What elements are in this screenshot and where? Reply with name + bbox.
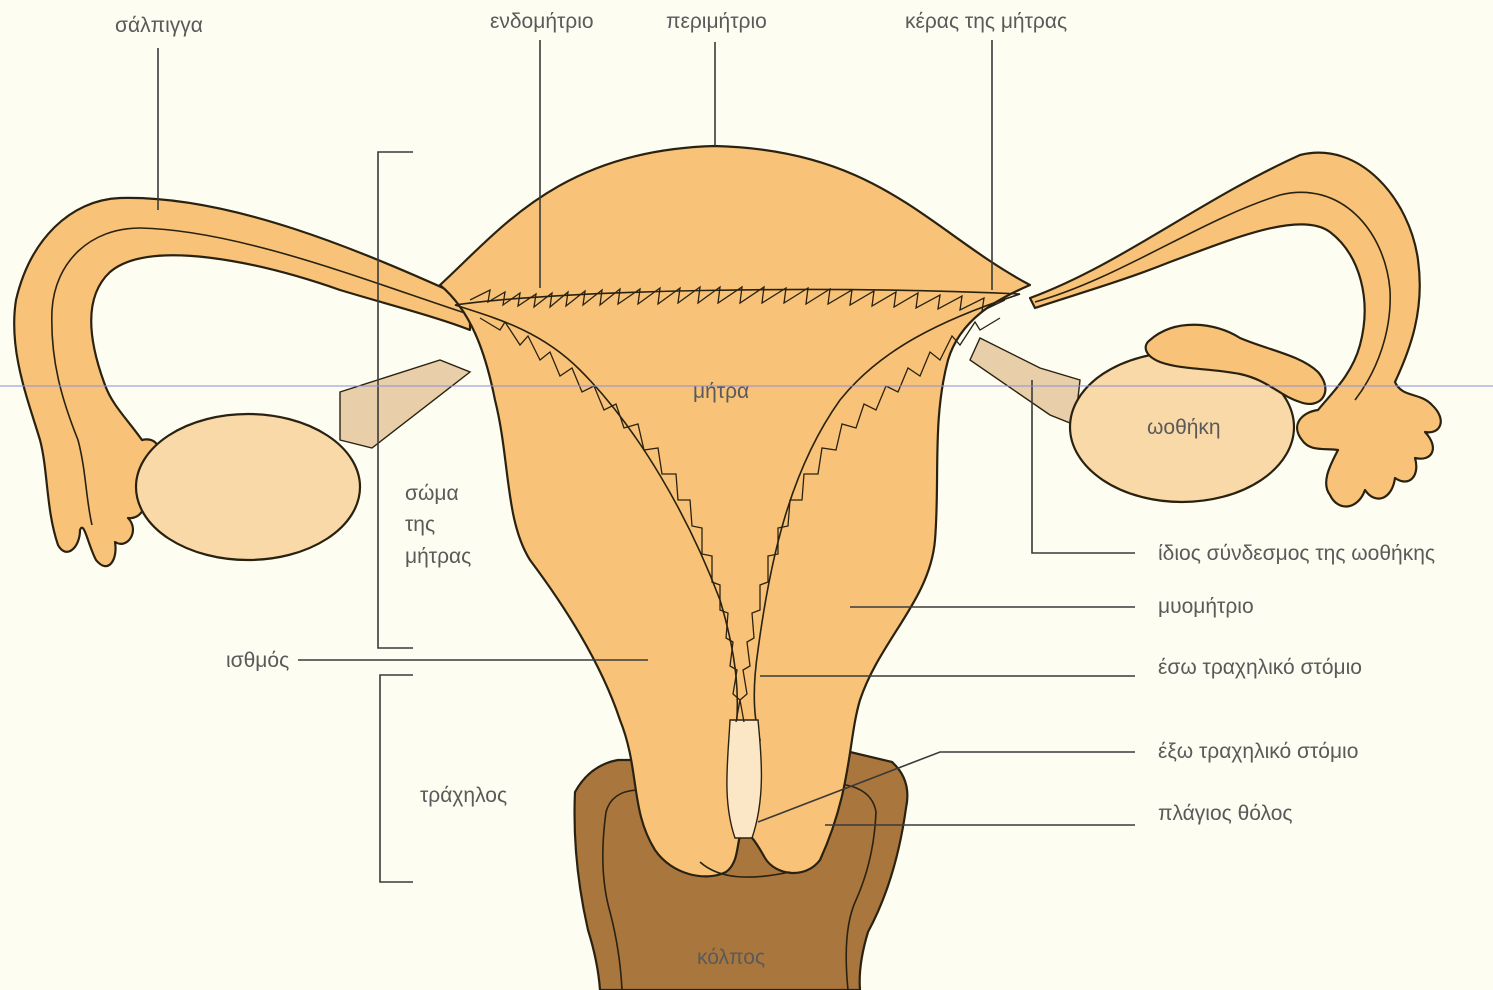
left-ovary — [136, 414, 360, 560]
label-ovary: ωοθήκη — [1147, 416, 1221, 439]
label-vagina: κόλπος — [697, 946, 765, 969]
label-uterine-horn: κέρας της μήτρας — [905, 10, 1067, 33]
label-salpinx: σάλπιγγα — [115, 14, 203, 37]
label-isthmus: ισθμός — [226, 649, 289, 672]
label-uterus: μήτρα — [693, 380, 749, 403]
label-body-line1: σώμα — [405, 482, 459, 505]
label-myometrium: μυομήτριο — [1158, 595, 1254, 618]
label-lateral-fornix: πλάγιος θόλος — [1158, 802, 1293, 825]
label-cervix: τράχηλος — [420, 784, 507, 807]
label-body-line2: της — [405, 513, 435, 536]
cervix-bracket — [380, 675, 413, 882]
label-perimetrium: περιμήτριο — [666, 10, 767, 33]
label-ovarian-ligament: ίδιος σύνδεσμος της ωοθήκης — [1158, 542, 1435, 565]
right-ovarian-ligament — [970, 338, 1080, 425]
label-internal-os: έσω τραχηλικό στόμιο — [1158, 656, 1362, 679]
left-ovarian-ligament — [340, 360, 470, 448]
cervical-canal — [727, 720, 762, 838]
label-external-os: έξω τραχηλικό στόμιο — [1158, 740, 1358, 763]
label-endometrium: ενδομήτριο — [490, 10, 594, 33]
label-body-line3: μήτρας — [405, 545, 471, 568]
